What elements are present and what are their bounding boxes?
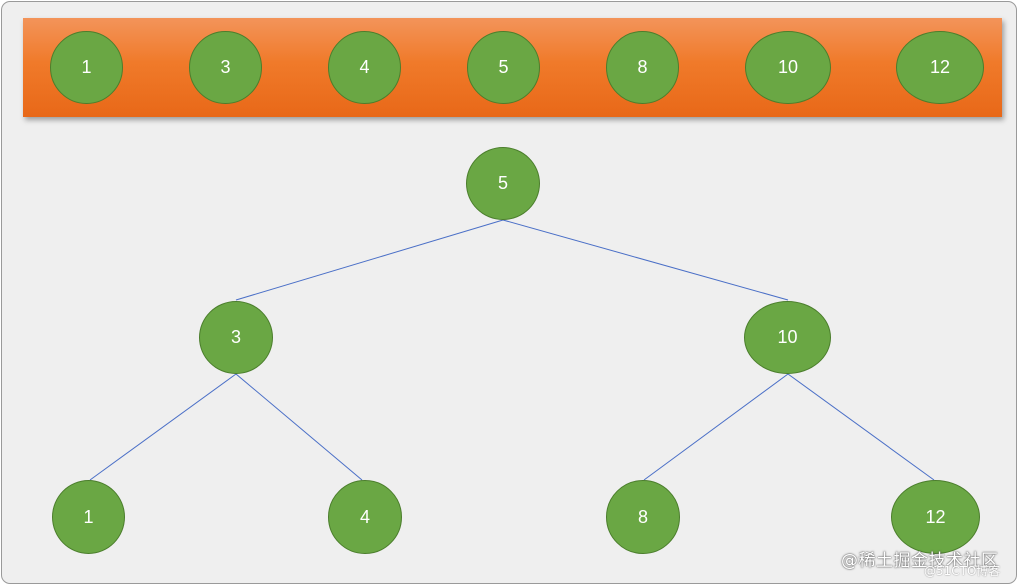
array-node-1: 1 [50,31,123,104]
array-node-4: 4 [328,31,401,104]
watermark-juejin: @稀土掘金技术社区 [841,551,999,571]
array-node-8: 8 [606,31,679,104]
edge-3-1 [89,373,237,481]
array-node-10: 10 [745,31,831,104]
tree-node-8: 8 [606,480,680,554]
array-node-12: 12 [896,31,984,104]
edge-5-3 [235,219,504,301]
array-node-3: 3 [189,31,262,104]
edge-10-8 [643,373,789,481]
edge-3-4 [235,373,363,481]
tree-node-12: 12 [891,480,980,554]
array-node-5: 5 [467,31,540,104]
tree-node-4: 4 [328,480,402,554]
edge-5-10 [502,219,789,301]
tree-node-3: 3 [199,301,273,374]
watermark-51cto: @51CTO博客 [924,564,1001,578]
tree-root-node: 5 [466,147,540,220]
edge-10-12 [787,373,935,481]
tree-node-10: 10 [744,301,831,374]
tree-node-1: 1 [52,480,125,554]
